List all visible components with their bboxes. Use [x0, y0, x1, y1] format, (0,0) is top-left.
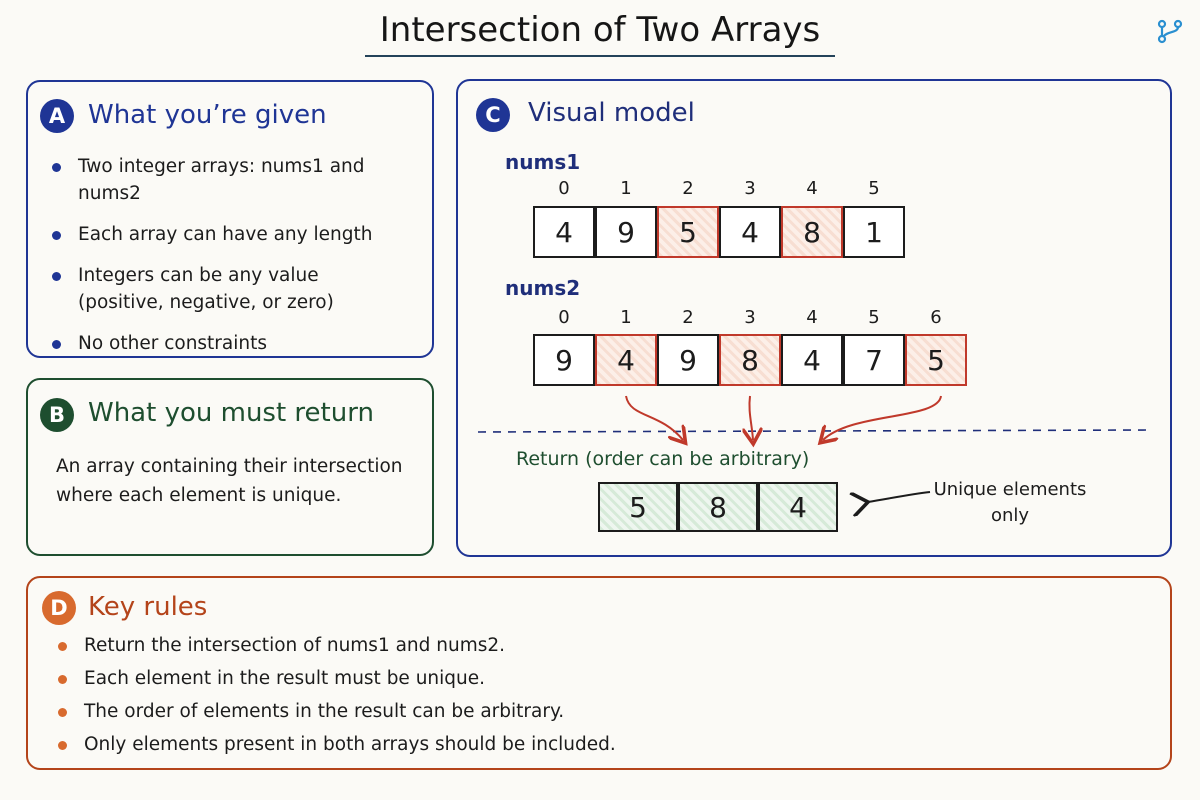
index-label: 3 [744, 307, 756, 328]
list-item: Only elements present in both arrays sho… [58, 731, 958, 758]
panel-visual-model [456, 79, 1172, 557]
bullet-icon [58, 642, 67, 651]
index-label: 1 [620, 307, 632, 328]
nums2-cell: 4 [595, 334, 657, 386]
list-item: The order of elements in the result can … [58, 698, 958, 725]
nums2-cell: 9 [657, 334, 719, 386]
nums2-cell: 5 [905, 334, 967, 386]
nums2-cell: 7 [843, 334, 905, 386]
return-label: Return (order can be arbitrary) [516, 448, 810, 470]
list-item: Return the intersection of nums1 and num… [58, 632, 958, 659]
nums2-cell: 9 [533, 334, 595, 386]
index-label: 5 [868, 307, 880, 328]
title-underline [365, 55, 835, 57]
result-cell: 5 [598, 482, 678, 532]
panel-b-heading: What you must return [88, 398, 374, 428]
panel-key-rules [26, 576, 1172, 770]
badge-a: A [40, 99, 74, 133]
given-list: Two integer arrays: nums1 and nums2 Each… [52, 153, 422, 371]
panel-c-heading: Visual model [528, 98, 695, 128]
badge-b: B [40, 398, 74, 432]
badge-d: D [42, 591, 76, 625]
nums2-cell: 4 [781, 334, 843, 386]
nums1-cell: 9 [595, 206, 657, 258]
index-label: 0 [558, 178, 570, 199]
bullet-icon [52, 340, 61, 349]
bullet-icon [52, 272, 61, 281]
index-label: 2 [682, 307, 694, 328]
nums1-cell: 4 [533, 206, 595, 258]
panel-given [26, 80, 434, 358]
result-cell: 4 [758, 482, 838, 532]
nums1-cell: 8 [781, 206, 843, 258]
nums1-label: nums1 [505, 150, 581, 174]
list-item: Each array can have any length [52, 221, 422, 248]
bullet-icon [58, 675, 67, 684]
panel-a-heading: What you’re given [88, 100, 327, 130]
panel-return [26, 378, 434, 556]
index-label: 3 [744, 178, 756, 199]
return-description: An array containing their intersection w… [56, 456, 403, 506]
bullet-icon [58, 741, 67, 750]
index-label: 6 [930, 307, 942, 328]
panel-d-heading: Key rules [88, 592, 208, 622]
badge-c: C [476, 98, 510, 132]
list-item: Two integer arrays: nums1 and nums2 [52, 153, 422, 207]
nums2-label: nums2 [505, 276, 581, 300]
unique-note: Unique elements only [933, 479, 1087, 526]
result-cell: 8 [678, 482, 758, 532]
list-item: No other constraints [52, 330, 422, 357]
index-label: 0 [558, 307, 570, 328]
page-title: Intersection of Two Arrays [379, 10, 821, 50]
list-item: Each element in the result must be uniqu… [58, 665, 958, 692]
nums1-cell: 4 [719, 206, 781, 258]
nums1-cell: 5 [657, 206, 719, 258]
index-label: 2 [682, 178, 694, 199]
branch-icon [1157, 19, 1183, 44]
nums2-cell: 8 [719, 334, 781, 386]
index-label: 4 [806, 178, 818, 199]
index-label: 1 [620, 178, 632, 199]
nums1-cell: 1 [843, 206, 905, 258]
rules-list: Return the intersection of nums1 and num… [58, 632, 958, 764]
list-item: Integers can be any value(positive, nega… [52, 262, 422, 316]
bullet-icon [52, 231, 61, 240]
bullet-icon [58, 708, 67, 717]
index-label: 4 [806, 307, 818, 328]
index-label: 5 [868, 178, 880, 199]
bullet-icon [52, 163, 61, 172]
